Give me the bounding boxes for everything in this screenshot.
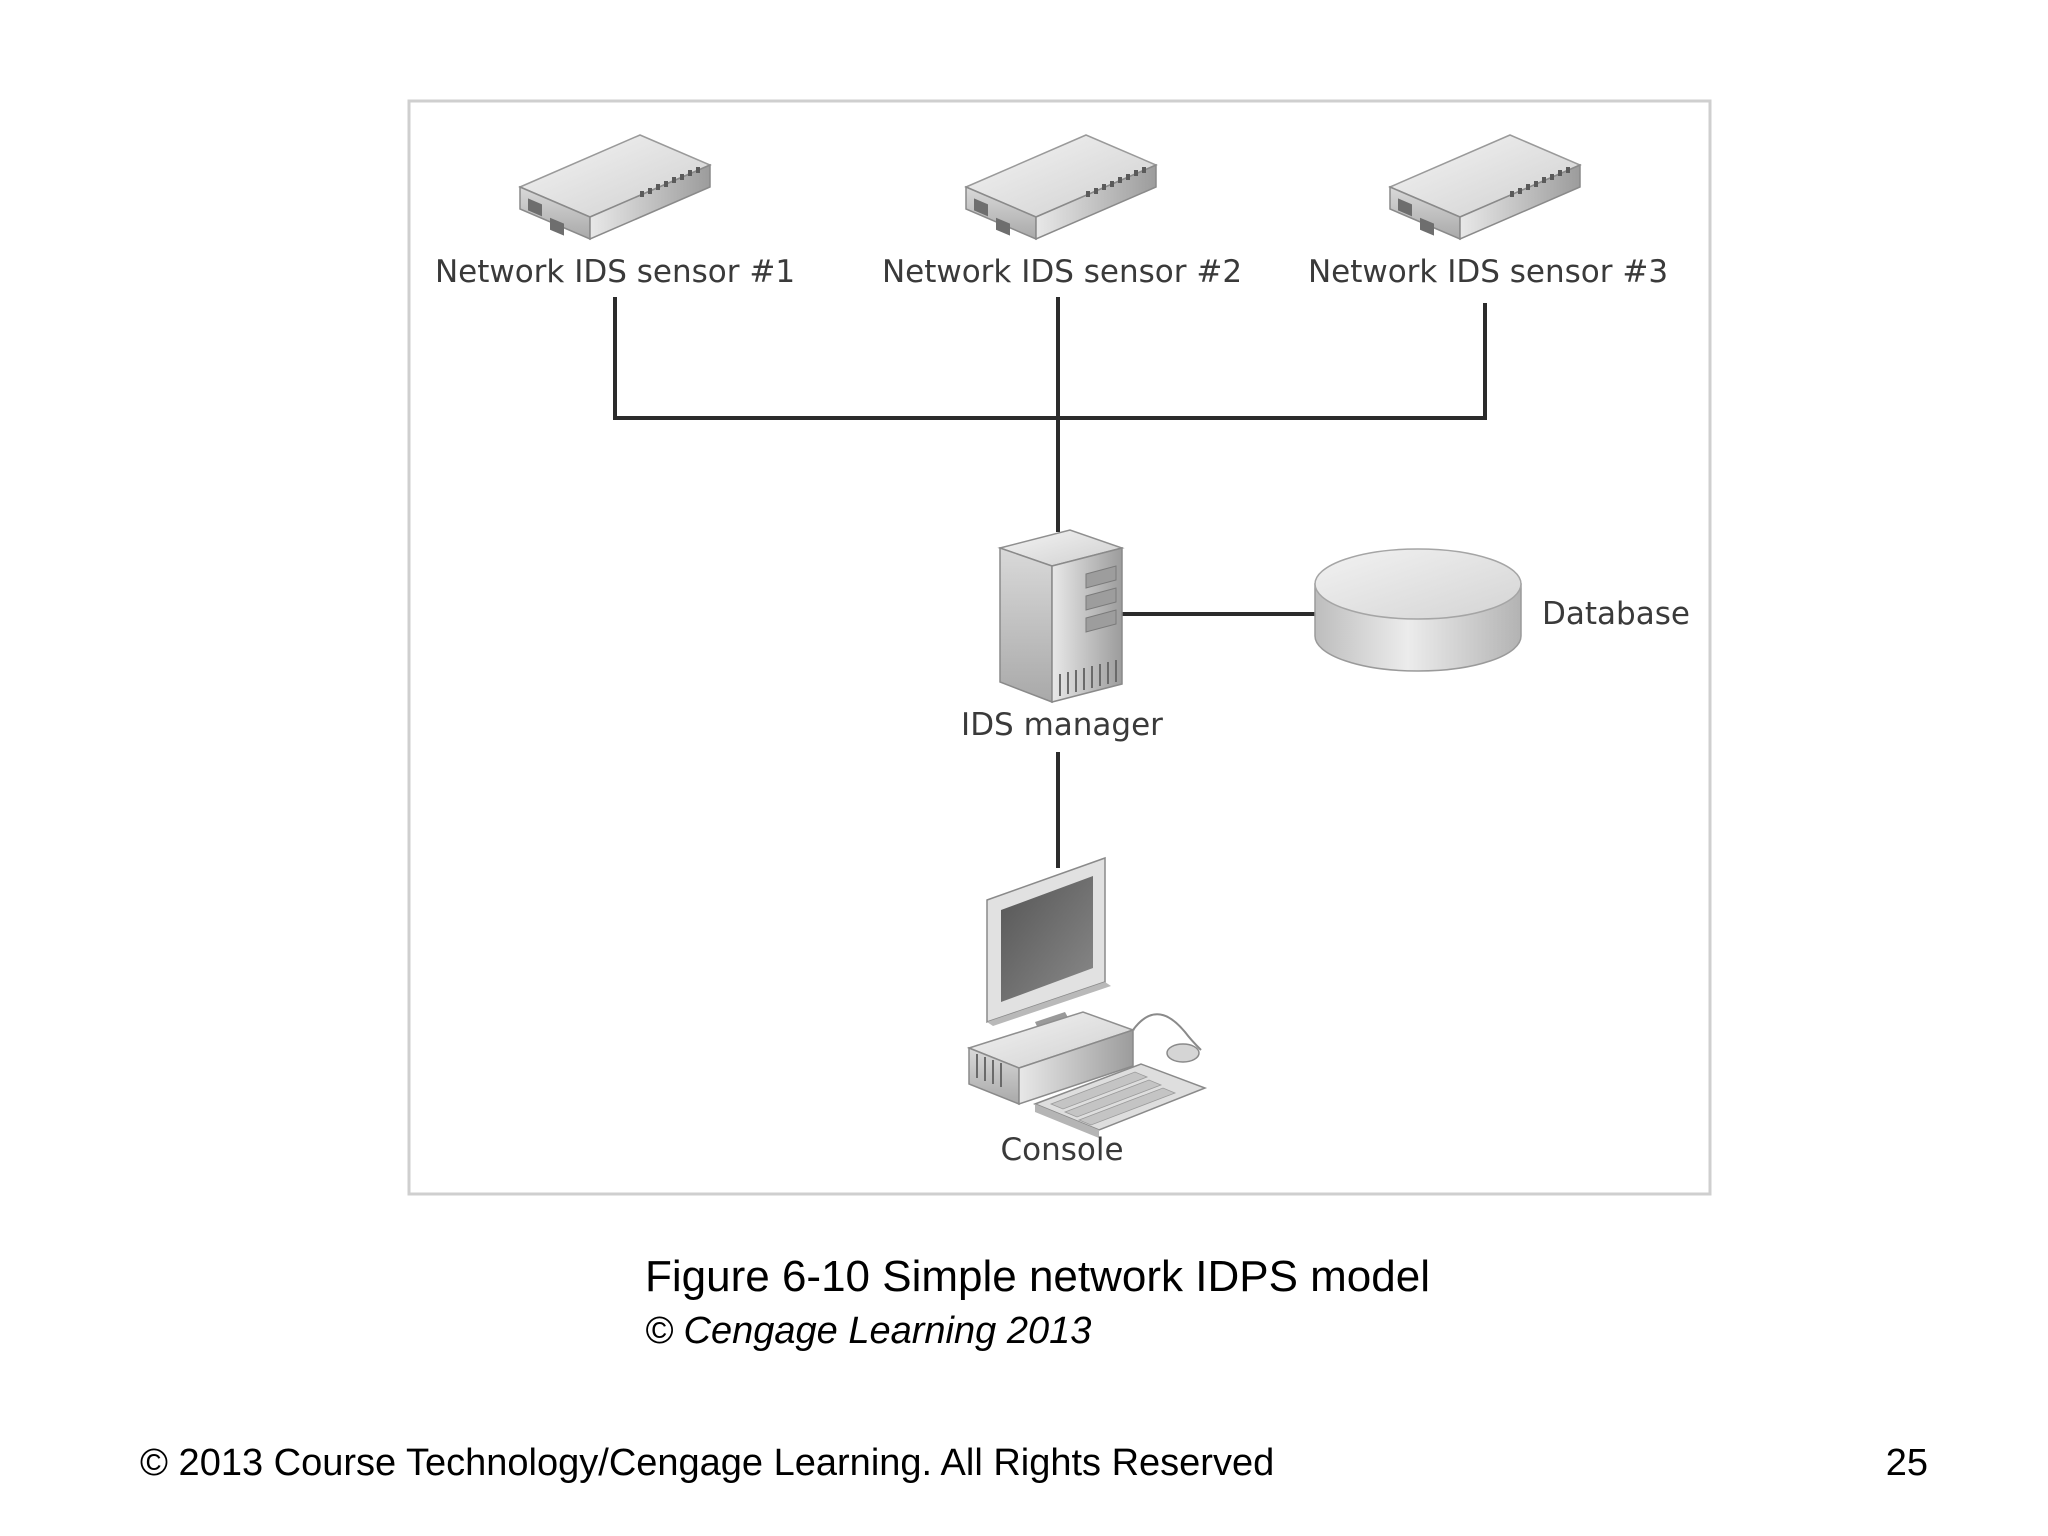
database-icon (1314, 548, 1522, 672)
figure-caption-title: Figure 6-10 Simple network IDPS model (645, 1252, 1430, 1301)
sensor-3-label: Network IDS sensor #3 (1308, 254, 1668, 290)
network-switch-icon (964, 134, 1158, 241)
page-number: 25 (1885, 1442, 1928, 1484)
database-label: Database (1542, 596, 1690, 632)
network-switch-icon (518, 134, 712, 241)
console-label: Console (1000, 1132, 1123, 1168)
connector-lines (613, 297, 1487, 868)
server-tower-icon (997, 529, 1125, 704)
ids-manager-label: IDS manager (961, 707, 1163, 743)
footer-copyright: © 2013 Course Technology/Cengage Learnin… (140, 1442, 1275, 1484)
sensor-2-label: Network IDS sensor #2 (882, 254, 1242, 290)
desktop-computer-icon (966, 856, 1208, 1138)
sensor-1-label: Network IDS sensor #1 (435, 254, 795, 290)
network-switch-icon (1388, 134, 1582, 241)
figure-caption-credit: © Cengage Learning 2013 (645, 1310, 1092, 1352)
